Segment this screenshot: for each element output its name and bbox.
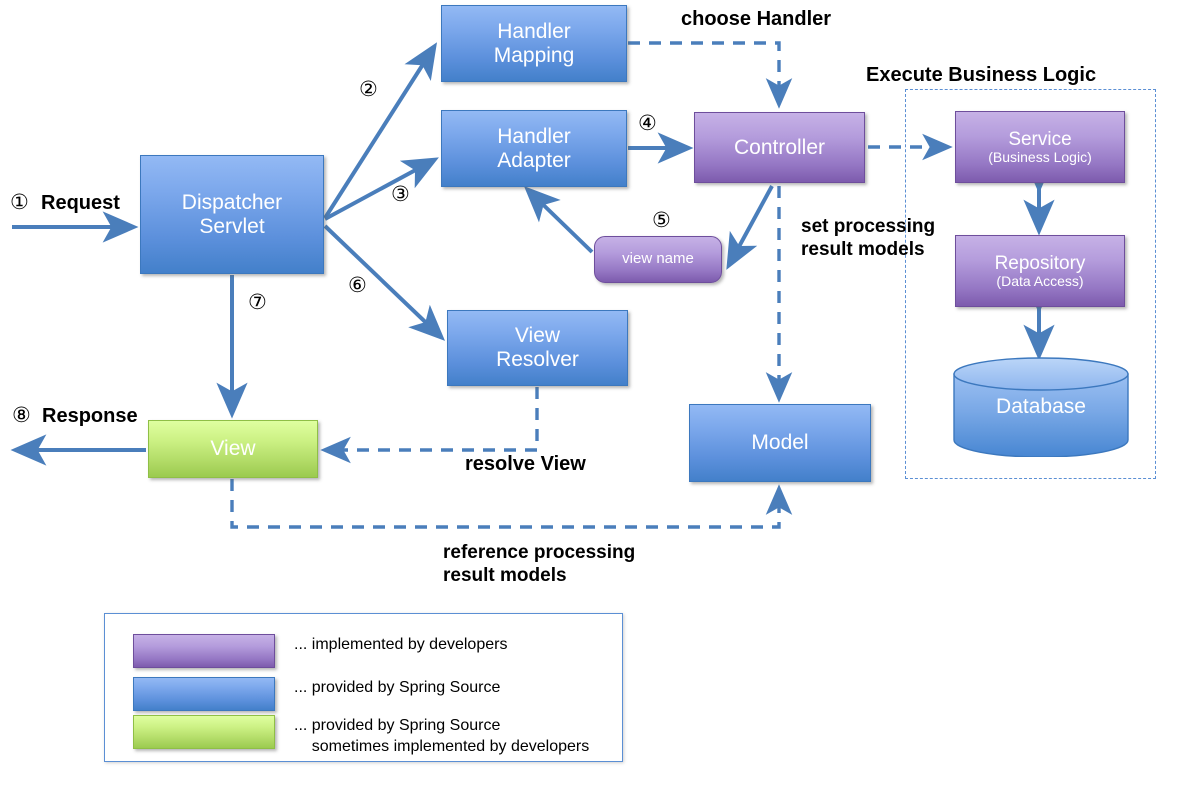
arrow-resolve-view xyxy=(320,387,539,464)
node-label-line1: Service xyxy=(1008,128,1072,150)
step-number-3: ③ xyxy=(391,183,410,206)
node-controller[interactable]: Controller xyxy=(694,112,865,183)
label-choose-handler: choose Handler xyxy=(681,8,832,30)
node-label-line2: (Data Access) xyxy=(996,272,1084,289)
legend-swatch-purple xyxy=(133,634,275,668)
node-view-name[interactable]: view name xyxy=(594,236,722,283)
label-resolve-view: resolve View xyxy=(465,453,586,475)
arrow-step6 xyxy=(323,224,446,341)
legend-panel: ... implemented by developers ... provid… xyxy=(104,613,623,762)
legend-item: ... provided by Spring Source xyxy=(133,677,500,711)
node-label-line2: Adapter xyxy=(497,148,571,172)
step-number-2: ② xyxy=(359,78,378,101)
label-response: Response xyxy=(42,405,138,427)
node-database[interactable]: Database xyxy=(951,357,1131,458)
arrow-choose-handler xyxy=(628,41,793,109)
node-label-line1: Dispatcher xyxy=(181,190,283,214)
label-request: Request xyxy=(41,192,120,214)
database-cylinder-icon xyxy=(953,357,1129,458)
legend-label: ... implemented by developers xyxy=(294,636,508,653)
node-label-line1: View xyxy=(514,324,561,348)
step-number-8: ⑧ xyxy=(12,404,31,427)
label-reference-processing-result-models: reference processing result models xyxy=(443,542,636,587)
arrow-step2 xyxy=(323,42,438,220)
step-number-4: ④ xyxy=(638,112,657,135)
node-handler-adapter[interactable]: Handler Adapter xyxy=(441,110,627,187)
node-model[interactable]: Model xyxy=(689,404,871,482)
arrow-reference-result-models xyxy=(230,479,793,529)
node-label-line2: Servlet xyxy=(199,214,265,238)
node-label-line1: Handler xyxy=(497,19,571,43)
node-view-resolver[interactable]: View Resolver xyxy=(447,310,628,386)
node-label-line1: View xyxy=(210,437,256,461)
node-label-line1: Repository xyxy=(994,252,1086,274)
step-number-7: ⑦ xyxy=(248,291,267,314)
node-view[interactable]: View xyxy=(148,420,318,478)
step-number-5: ⑤ xyxy=(652,209,671,232)
node-label-line2: (Business Logic) xyxy=(988,148,1092,165)
node-label-line1: view name xyxy=(622,250,694,268)
node-service[interactable]: Service (Business Logic) xyxy=(955,111,1125,183)
legend-label: ... provided by Spring Source xyxy=(294,679,501,696)
legend-label: ... provided by Spring Source sometimes … xyxy=(294,717,590,756)
label-set-processing-result-models: set processing result models xyxy=(801,216,936,261)
step-number-1: ① xyxy=(10,191,29,214)
arrow-step5-out xyxy=(726,185,774,270)
execute-business-logic-container xyxy=(905,89,1156,479)
node-label-line2: Mapping xyxy=(493,43,575,67)
node-label-line1: Handler xyxy=(497,124,571,148)
node-dispatcher-servlet[interactable]: Dispatcher Servlet xyxy=(140,155,324,274)
node-label-line1: Controller xyxy=(733,135,826,159)
legend-swatch-blue xyxy=(133,677,275,711)
node-label-line1: Database xyxy=(996,395,1086,418)
node-repository[interactable]: Repository (Data Access) xyxy=(955,235,1125,307)
legend-swatch-green xyxy=(133,715,275,749)
arrow-step3 xyxy=(324,157,439,221)
node-label-line2: Resolver xyxy=(496,348,579,371)
arrow-viewname-to-adapter xyxy=(523,186,594,254)
node-label-line1: Model xyxy=(751,431,809,455)
legend-item: ... implemented by developers xyxy=(133,634,507,668)
step-number-6: ⑥ xyxy=(348,274,367,297)
legend-item: ... provided by Spring Source sometimes … xyxy=(133,715,589,757)
label-execute-business-logic: Execute Business Logic xyxy=(866,64,1097,86)
node-handler-mapping[interactable]: Handler Mapping xyxy=(441,5,627,82)
